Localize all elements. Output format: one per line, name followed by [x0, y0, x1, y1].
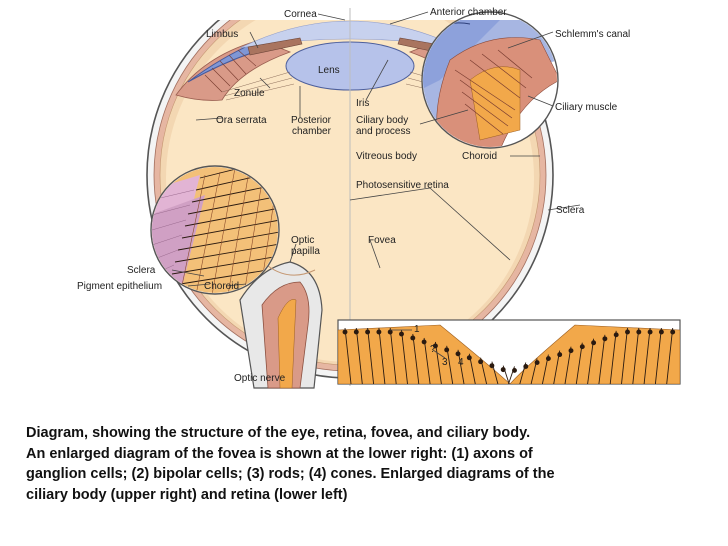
eye-diagram: Cornea Anterior chamber Limbus Schlemm's…: [77, 0, 681, 389]
ciliary-body-inset: [421, 11, 559, 149]
retina-inset: [150, 165, 280, 295]
label-schlemms-canal: Schlemm's canal: [555, 29, 630, 40]
fovea-number-4: 4: [458, 357, 464, 368]
label-sclera-inset: Sclera: [127, 265, 156, 276]
label-cornea: Cornea: [284, 9, 317, 20]
label-lens: Lens: [318, 65, 340, 76]
label-ciliary-muscle: Ciliary muscle: [555, 102, 618, 113]
label-optic-papilla-1: Optic: [291, 235, 314, 246]
label-posterior-chamber-2: chamber: [292, 126, 332, 137]
caption-line-3: ganglion cells; (2) bipolar cells; (3) r…: [26, 466, 555, 483]
labels: Cornea Anterior chamber Limbus Schlemm's…: [77, 7, 630, 384]
label-ciliary-body-1: Ciliary body: [356, 115, 408, 126]
iris: [247, 37, 303, 56]
label-pigment-epithelium: Pigment epithelium: [77, 281, 162, 292]
label-fovea: Fovea: [368, 235, 396, 246]
fovea-number-2: ?: [430, 344, 436, 355]
label-posterior-chamber-1: Posterior: [291, 115, 332, 126]
caption-line-2: An enlarged diagram of the fovea is show…: [26, 445, 533, 462]
label-ciliary-body-2: and process: [356, 126, 410, 137]
label-limbus: Limbus: [206, 29, 238, 40]
ciliary-body-left: [175, 39, 292, 101]
figure-caption: Diagram, showing the structure of the ey…: [26, 423, 716, 505]
caption-line-4: ciliary body (upper right) and retina (l…: [26, 486, 348, 503]
label-photosensitive-retina: Photosensitive retina: [356, 180, 449, 191]
label-vitreous-body: Vitreous body: [356, 151, 417, 162]
label-zonule: Zonule: [234, 88, 265, 99]
label-ora-serrata: Ora serrata: [216, 115, 267, 126]
fovea-number-1: 1: [414, 324, 420, 335]
label-optic-nerve: Optic nerve: [234, 373, 286, 384]
label-optic-papilla-2: papilla: [291, 246, 320, 257]
leader-lines: [171, 11, 581, 359]
label-anterior-chamber: Anterior chamber: [430, 7, 507, 18]
fovea-inset: [337, 319, 681, 385]
label-choroid-inset: Choroid: [204, 281, 239, 292]
label-choroid: Choroid: [462, 151, 497, 162]
fovea-number-3: 3: [442, 357, 448, 368]
label-sclera: Sclera: [556, 205, 585, 216]
label-iris: Iris: [356, 98, 369, 109]
caption-line-1: Diagram, showing the structure of the ey…: [26, 425, 531, 441]
